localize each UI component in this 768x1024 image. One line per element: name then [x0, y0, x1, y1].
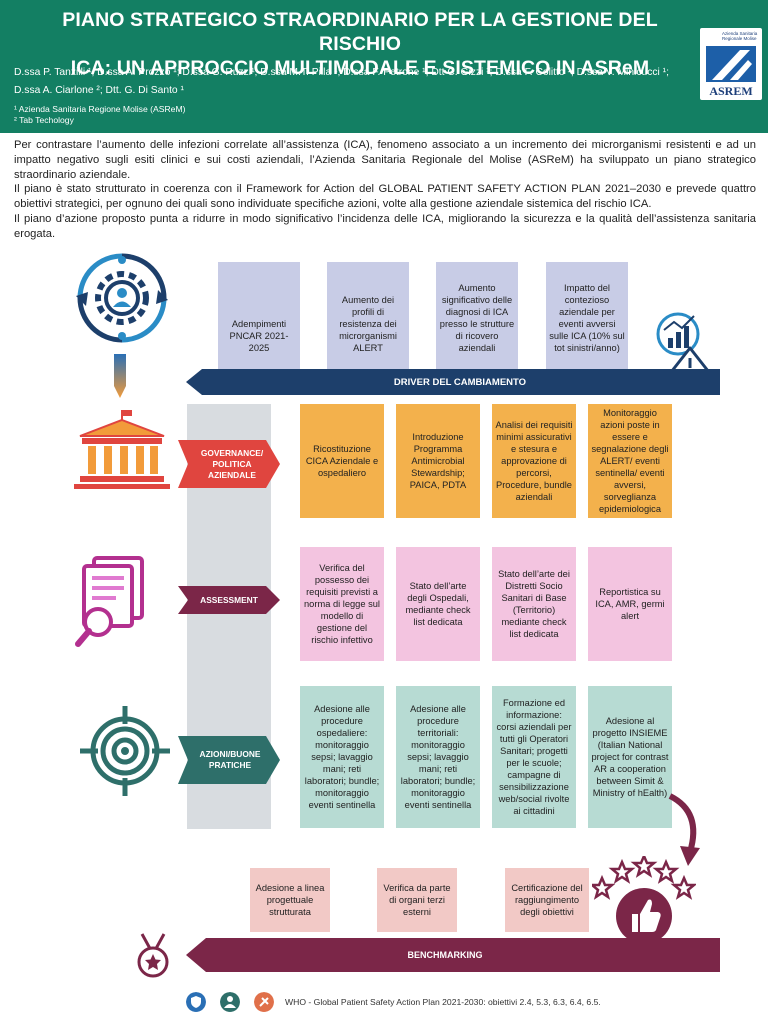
affiliations: ¹ Azienda Sanitaria Regione Molise (ASRe…: [14, 104, 185, 126]
logo-text: ASREM: [709, 84, 753, 98]
intro-paragraph-1: Per contrastare l’aumento delle infezion…: [14, 139, 756, 181]
chart-warning-icon: [656, 312, 714, 378]
logo-mark-icon: [706, 46, 756, 82]
thumbs-up-stars-icon: [592, 856, 696, 944]
authors: D.ssa P. Tanzilli ¹, D.ssa A. Prozzo ¹; …: [14, 64, 704, 100]
down-arrow-icon: [114, 354, 126, 398]
azioni-box-3: Formazione ed informazione: corsi aziend…: [492, 686, 576, 828]
logo-small-text: Azienda Sanitaria Regionale Molise: [722, 31, 758, 41]
medical-footer-icon: [254, 992, 274, 1012]
affiliation-1: ¹ Azienda Sanitaria Regione Molise (ASRe…: [14, 104, 186, 114]
governance-label-shape: [178, 440, 280, 488]
intro-paragraph-2: Il piano è stato strutturato in coerenza…: [14, 183, 756, 211]
institution-building-icon: [74, 410, 170, 489]
azioni-box-2: Adesione alle procedure territoriali: mo…: [396, 686, 480, 828]
azioni-label: AZIONI/BUONE PRATICHE: [199, 749, 261, 770]
benchmarking-banner-shape: [186, 938, 720, 972]
azioni-box-4: Adesione al progetto INSIEME (Italian Na…: [588, 686, 672, 828]
governance-box-3: Analisi dei requisiti minimi assicurativ…: [492, 404, 576, 518]
intro-text: Per contrastare l’aumento delle infezion…: [14, 138, 756, 242]
driver-box-1: Adempimenti PNCAR 2021-2025: [218, 262, 300, 370]
shield-footer-icon: [186, 992, 206, 1012]
intro-paragraph-3: Il piano d’azione proposto punta a ridur…: [14, 212, 756, 240]
poster-header: PIANO STRATEGICO STRAORDINARIO PER LA GE…: [0, 0, 768, 133]
asrem-logo: Azienda Sanitaria Regionale Molise ASREM: [700, 28, 762, 100]
patient-footer-icon: [220, 992, 240, 1012]
azioni-label-shape: [178, 736, 280, 784]
cycle-gear-user-icon: [76, 253, 168, 343]
assessment-box-4: Reportistica su ICA, AMR, germi alert: [588, 547, 672, 661]
award-medal-icon: [137, 933, 169, 978]
affiliation-2: ² Tab Techology: [14, 115, 74, 125]
azioni-box-1: Adesione alle procedure ospedaliere: mon…: [300, 686, 384, 828]
benchmark-box-1: Adesione a linea progettuale strutturata: [250, 868, 330, 932]
poster-title: PIANO STRATEGICO STRAORDINARIO PER LA GE…: [20, 8, 700, 80]
driver-box-3: Aumento significativo delle diagnosi di …: [436, 262, 518, 370]
curved-arrow-icon: [668, 793, 700, 866]
benchmark-box-3: Certificazione del raggiungimento degli …: [505, 868, 589, 932]
governance-box-4: Monitoraggio azioni poste in essere e se…: [588, 404, 672, 518]
footer-text: WHO - Global Patient Safety Action Plan …: [285, 997, 601, 1007]
driver-banner-label: DRIVER DEL CAMBIAMENTO: [393, 376, 527, 388]
benchmarking-banner-label: BENCHMARKING: [407, 950, 483, 960]
title-line-1: PIANO STRATEGICO STRAORDINARIO PER LA GE…: [62, 9, 658, 55]
driver-box-4: Impatto del contezioso aziendale per eve…: [546, 262, 628, 370]
assessment-box-1: Verifica del possesso dei requisiti prev…: [300, 547, 384, 661]
document-search-icon: [75, 556, 144, 647]
target-crosshair-icon: [80, 706, 170, 796]
governance-box-2: Introduzione Programma Antimicrobial Ste…: [396, 404, 480, 518]
driver-banner-shape: [186, 369, 720, 395]
assessment-box-3: Stato dell’arte dei Distretti Socio Sani…: [492, 547, 576, 661]
governance-box-1: Ricostituzione CICA Aziendale e ospedali…: [300, 404, 384, 518]
title-line-2: ICA: UN APPROCCIO MULTIMODALE E SISTEMIC…: [70, 57, 650, 79]
authors-line-2: D.ssa A. Ciarlone ²; Dtt. G. Di Santo ¹: [14, 85, 184, 96]
assessment-label: ASSESSMENT: [200, 595, 258, 605]
benchmark-box-2: Verifica da parte di organi terzi estern…: [377, 868, 457, 932]
driver-box-2: Aumento dei profili di resistenza dei mi…: [327, 262, 409, 370]
governance-label: GOVERNANCE/ POLITICA AZIENDALE: [200, 447, 264, 480]
authors-line-1: D.ssa P. Tanzilli ¹, D.ssa A. Prozzo ¹; …: [14, 67, 669, 78]
assessment-label-shape: [178, 586, 280, 614]
assessment-box-2: Stato dell’arte degli Ospedali, mediante…: [396, 547, 480, 661]
